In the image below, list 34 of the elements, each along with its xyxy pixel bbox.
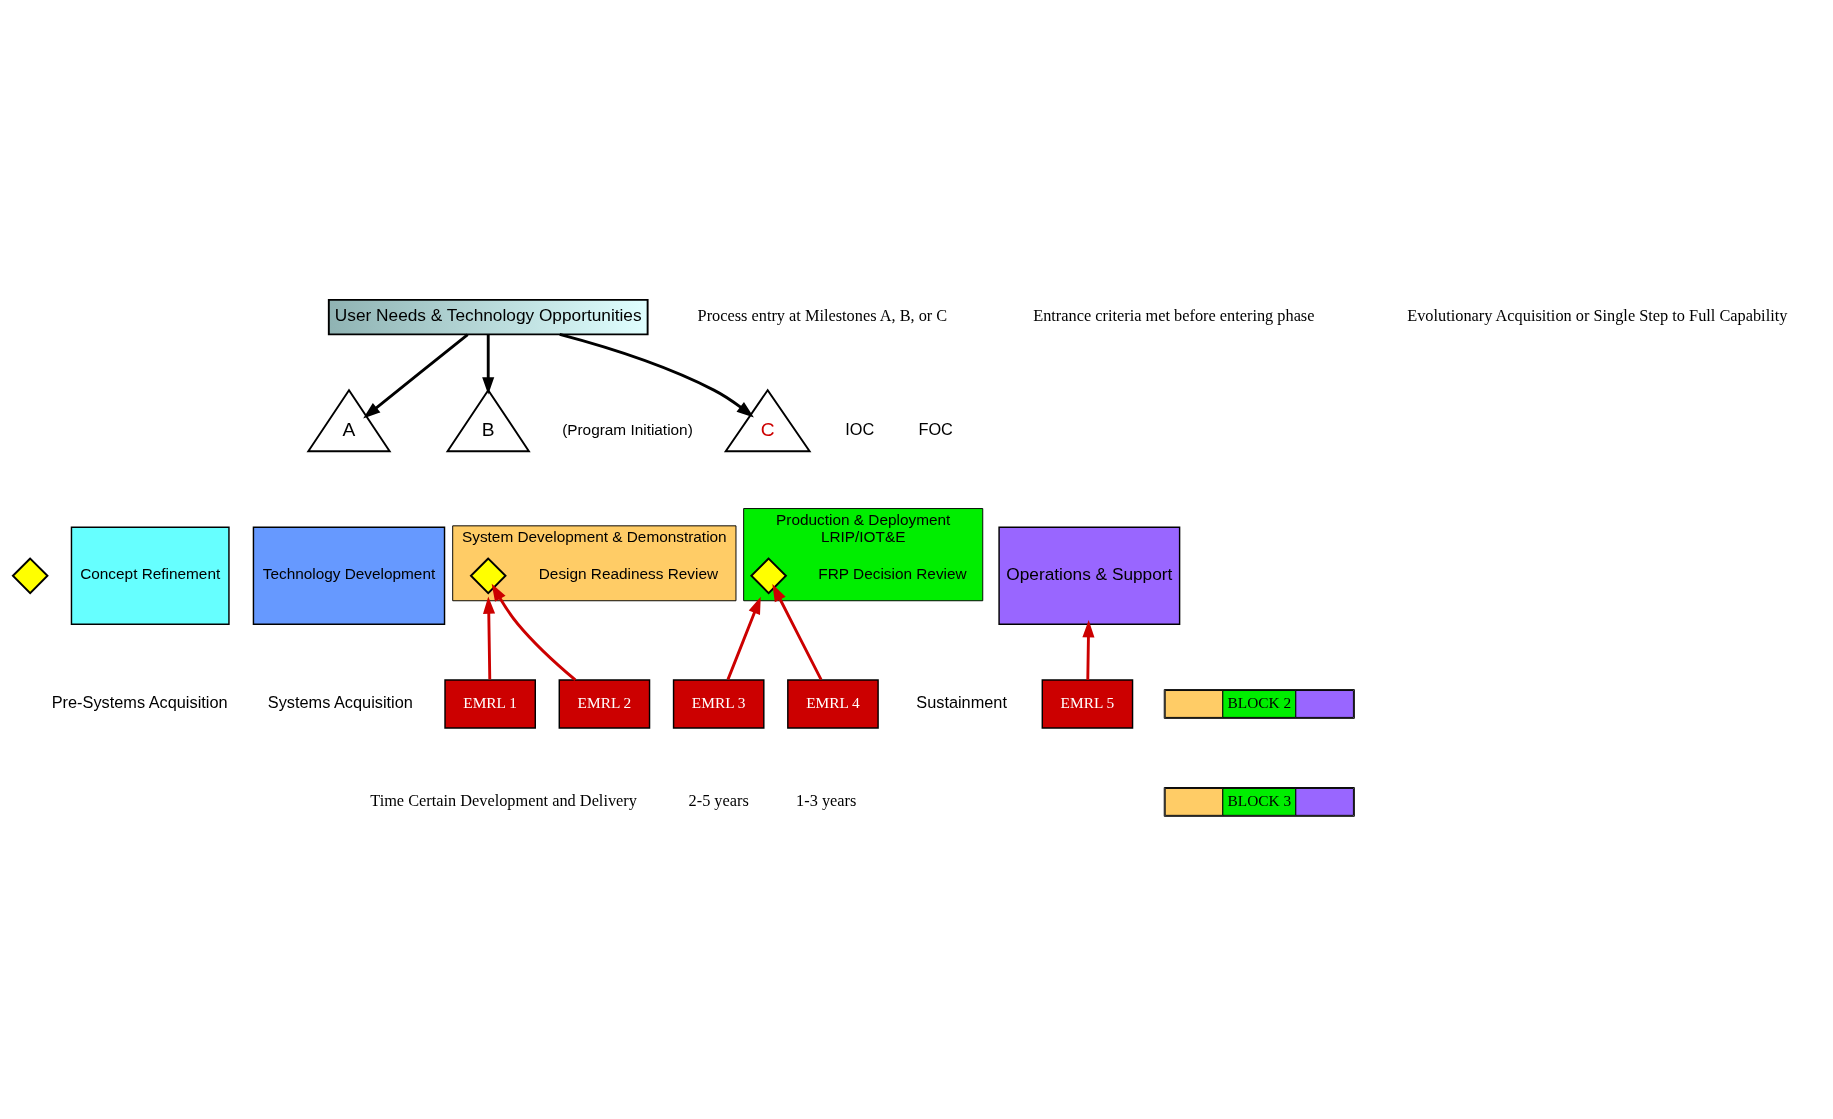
label: FOC — [918, 419, 953, 438]
node-box: EMRL 2 — [558, 678, 651, 729]
label: Pre-Systems Acquisition — [51, 692, 228, 711]
arrow — [772, 583, 823, 680]
label: 1-3 years — [796, 790, 857, 810]
node-label: Design Readiness Review — [538, 564, 719, 582]
arrow — [559, 332, 754, 418]
arrow — [482, 334, 495, 394]
node-box: Operations & Support — [998, 526, 1181, 625]
arrow — [483, 595, 496, 680]
arrow — [726, 596, 761, 680]
label: Systems Acquisition — [267, 692, 413, 711]
arrow — [491, 583, 577, 681]
node-box: User Needs & Technology Opportunities — [327, 298, 649, 335]
label: IOC — [845, 419, 875, 438]
label: Entrance criteria met before entering phase — [1033, 305, 1315, 325]
node-box: EMRL 1 — [444, 678, 536, 729]
node-box: Concept Refinement — [70, 526, 230, 625]
label: Evolutionary Acquisition or Single Step to Full Capability — [1407, 305, 1788, 325]
node-diamond — [11, 556, 49, 594]
label: Process entry at Milestones A, B, or C — [697, 305, 948, 325]
node-box: EMRL 4 — [787, 678, 879, 729]
node-diamond — [749, 556, 788, 594]
node-label: FRP Decision Review — [818, 564, 967, 582]
label: Sustainment — [916, 692, 1007, 711]
node-box: EMRL 5 — [1041, 678, 1134, 729]
node-label: (Program Initiation) — [562, 419, 693, 437]
node-box: Technology Development — [252, 526, 446, 625]
node-diamond — [469, 556, 507, 594]
arrow — [363, 332, 469, 419]
node-box: EMRL 3 — [672, 678, 765, 729]
arrow — [1082, 619, 1095, 680]
label: 2-5 years — [688, 790, 749, 810]
label: Time Certain Development and Delivery — [370, 790, 637, 810]
